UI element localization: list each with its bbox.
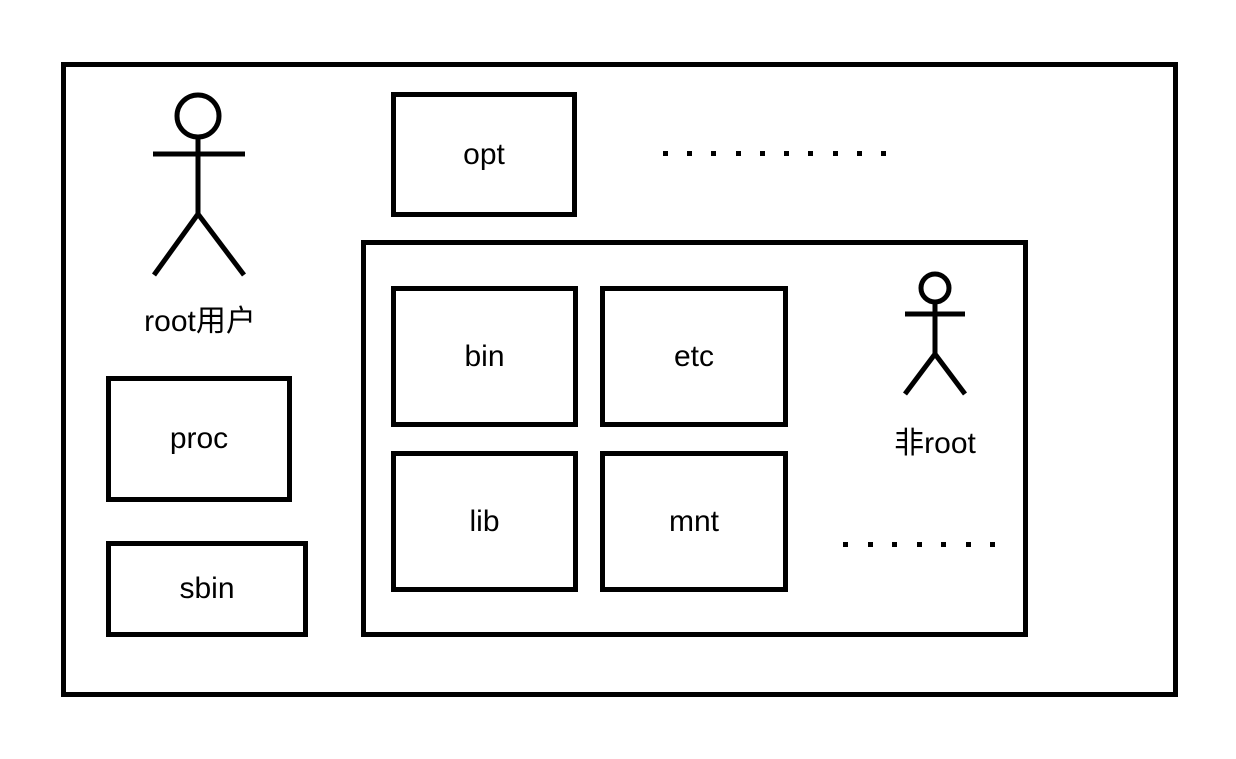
root-user-stick-figure-icon	[151, 92, 246, 277]
directory-opt-label: opt	[463, 137, 505, 171]
directory-bin: bin	[391, 286, 578, 427]
directory-sbin: sbin	[106, 541, 308, 637]
ellipsis-dot	[880, 150, 886, 156]
ellipsis-dot	[892, 541, 897, 547]
ellipsis-dot	[965, 541, 971, 547]
ellipsis-dot	[832, 150, 838, 156]
directory-opt: opt	[391, 92, 577, 217]
ellipsis-dot	[941, 541, 946, 547]
non-root-user-label: 非root	[894, 427, 976, 460]
directory-etc-label: etc	[673, 339, 715, 373]
non-root-user-stick-figure-icon	[903, 271, 967, 396]
directory-proc: proc	[106, 376, 292, 502]
directory-mnt-label: mnt	[668, 504, 719, 538]
directory-bin-label: bin	[464, 339, 505, 373]
ellipsis-dot	[916, 541, 922, 547]
directory-etc: etc	[600, 286, 788, 427]
ellipsis-dot	[735, 150, 741, 156]
ellipsis-dot	[808, 150, 814, 156]
directory-sbin-label: sbin	[179, 572, 235, 605]
ellipsis-dot	[784, 150, 790, 156]
directory-lib-label: lib	[469, 504, 500, 538]
ellipsis-bottom	[843, 541, 995, 547]
ellipsis-dot	[990, 541, 995, 547]
ellipsis-top	[663, 150, 886, 156]
ellipsis-dot	[663, 150, 668, 156]
ellipsis-dot	[843, 541, 848, 547]
directory-lib: lib	[391, 451, 578, 592]
ellipsis-dot	[687, 150, 693, 156]
ellipsis-dot	[856, 150, 862, 156]
ellipsis-dot	[867, 541, 873, 547]
ellipsis-dot	[711, 150, 717, 156]
directory-mnt: mnt	[600, 451, 788, 592]
directory-proc-label: proc	[169, 422, 229, 455]
ellipsis-dot	[759, 150, 765, 156]
root-user-label: root用户	[144, 305, 256, 338]
